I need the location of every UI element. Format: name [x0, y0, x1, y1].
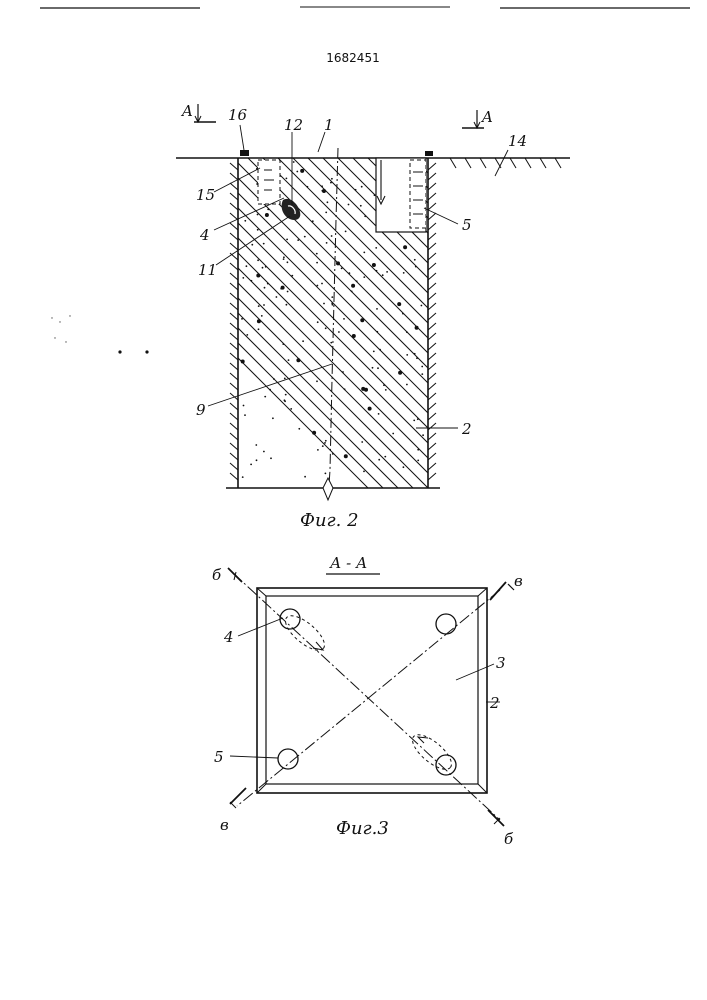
patent-number: 1682451 — [326, 51, 379, 65]
crack-tip — [323, 478, 333, 500]
fig2-caption: Фиг. 2 — [300, 510, 359, 531]
soil-hatching-left-wall — [230, 163, 238, 480]
soil-hatching-right — [450, 158, 561, 168]
fig3-label-4: 4 — [223, 628, 234, 646]
corner-mark-top-left: б — [212, 566, 242, 584]
section-line-bb — [233, 573, 500, 820]
concrete-hatching — [38, 158, 707, 488]
section-mark-left-letter: A — [180, 102, 193, 120]
cap-16-left — [240, 150, 249, 156]
section-mark-right-letter: A — [480, 108, 493, 126]
fig3-label-5: 5 — [214, 748, 224, 766]
corner-mark-bottom-left: в — [220, 788, 246, 834]
label-9: 9 — [196, 401, 206, 419]
fig3-label-3: 3 — [496, 654, 506, 672]
label-1: 1 — [324, 116, 334, 134]
arrow-top-left — [313, 642, 323, 650]
label-5: 5 — [462, 216, 472, 234]
section-mark-left: A — [180, 102, 216, 122]
arrow-bottom-right — [418, 737, 428, 743]
corner-mark-top-right: в — [490, 572, 523, 600]
left-well-15 — [258, 160, 280, 204]
label-4: 4 — [199, 226, 210, 244]
scan-specks — [51, 315, 148, 353]
well-top-right-circle — [436, 614, 456, 634]
shaft-outer-wall — [257, 588, 487, 793]
label-15: 15 — [196, 186, 215, 204]
scan-top-border — [40, 7, 690, 8]
figure-2: A A 16 12 1 14 15 4 — [38, 102, 707, 531]
charge-zone-bottom-right — [407, 729, 457, 775]
section-mark-right: A — [462, 108, 493, 128]
corner-mark-b-bottom-right: б — [504, 830, 514, 848]
corner-mark-bottom-right: б — [488, 810, 514, 848]
label-12: 12 — [284, 116, 303, 134]
right-well-5 — [376, 158, 426, 232]
explosive-charge-11 — [282, 199, 301, 220]
fig3-caption: Фиг.3 — [336, 818, 389, 839]
cap-16-right — [425, 151, 433, 156]
label-11: 11 — [198, 261, 217, 279]
figure-3: А - А б в в б — [212, 554, 523, 848]
well-bottom-right-circle — [436, 755, 456, 775]
label-14: 14 — [508, 132, 527, 150]
label-16: 16 — [228, 106, 248, 124]
section-title-aa: А - А — [329, 554, 367, 572]
section-line-vv — [237, 590, 500, 806]
corner-mark-v-bottom-left: в — [220, 816, 229, 834]
fig3-label-2: 2 — [489, 694, 500, 712]
corner-mark-v-top-right: в — [514, 572, 523, 590]
fig2-leader-lines — [208, 125, 508, 428]
label-2: 2 — [461, 420, 472, 438]
corner-mark-b-top-left: б — [212, 566, 222, 584]
